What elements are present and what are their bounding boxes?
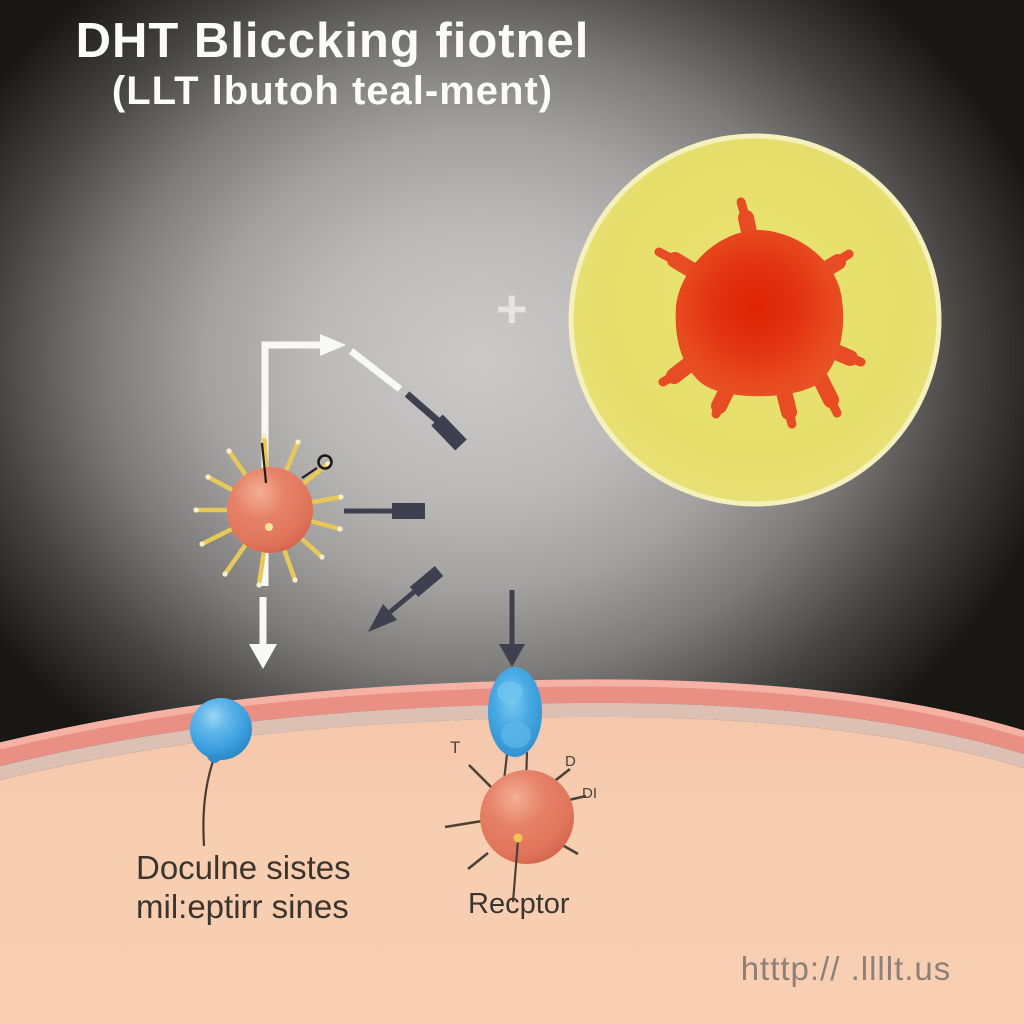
pathway-arrows: [249, 334, 525, 669]
receptor-label: Recptor: [468, 888, 570, 920]
down-arrow-white-icon: [249, 597, 277, 669]
blocker-capsule-icon: [488, 667, 542, 757]
cell-membrane: [0, 679, 1024, 1024]
balloon-string: [202, 760, 215, 847]
marker-d: D: [565, 753, 576, 770]
elbow-arrowhead-icon: [320, 334, 346, 356]
molecule-ring-line: [301, 467, 318, 479]
white-diagonal-line: [348, 348, 403, 392]
title-line2: (LLT lbutoh teal-ment): [111, 68, 554, 113]
down-left-arrow-icon: [368, 566, 444, 632]
molecule-pin-line: [260, 442, 268, 484]
balloon-body: [190, 698, 252, 760]
plus-sign: +: [496, 279, 528, 339]
cell-nucleus-body: [675, 230, 844, 397]
diagram-title: DHT Bliccking fiotnel (LLT lbutoh teal-m…: [40, 14, 625, 114]
receptor-pointer-line: [511, 839, 520, 903]
marker-di: DI: [582, 785, 597, 802]
molecule-ring-icon: [317, 454, 333, 470]
title-line1: DHT Bliccking fiotnel: [75, 14, 590, 68]
watermark-url: htttp:// .llllt.us: [740, 950, 952, 987]
receptor-complex: [444, 667, 587, 903]
target-cell-icon: [568, 133, 942, 507]
binding-sites-line2: mil:eptirr sines: [136, 887, 349, 925]
dark-diagonal-arrow-icon: [404, 391, 467, 451]
down-arrow-dark-icon: [499, 590, 525, 667]
binding-sites-label: Doculne sistes mil:eptirr sines: [136, 849, 351, 927]
molecule-body: [227, 467, 313, 553]
balloon-knot: [207, 754, 223, 763]
receptor-icon: [480, 770, 574, 864]
marker-t: T: [450, 738, 461, 757]
blocker-balloon-icon: [190, 698, 252, 847]
membrane-inner-stripe: [0, 702, 1024, 780]
receptor-dot: [513, 833, 523, 843]
dht-molecule-icon: [193, 433, 344, 588]
binding-sites-line1: Doculne sistes: [136, 849, 351, 886]
molecule-dot: [265, 523, 273, 531]
cytoplasm: [0, 716, 1024, 1024]
